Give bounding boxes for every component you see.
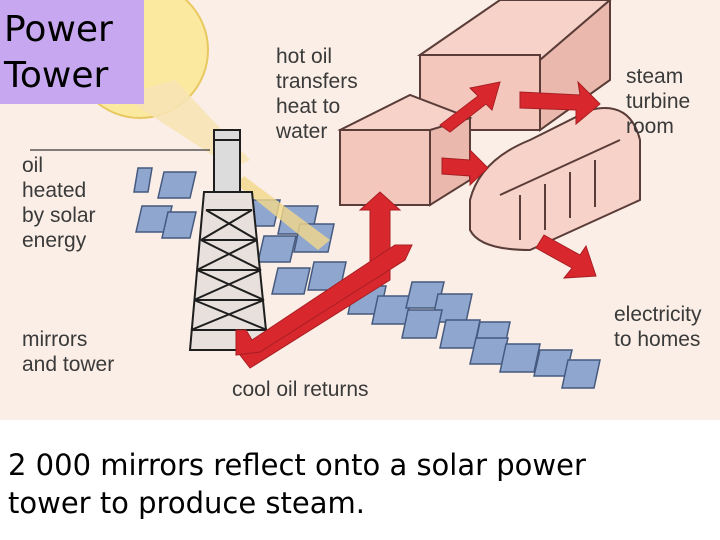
title-line-1: Power: [4, 10, 113, 50]
tower-icon: [190, 130, 268, 350]
caption-line-1: 2 000 mirrors reflect onto a solar power: [8, 446, 708, 484]
label-oil-heated: oil heated by solar energy: [22, 153, 96, 253]
label-line: steam: [626, 64, 690, 89]
caption: 2 000 mirrors reflect onto a solar power…: [8, 446, 708, 522]
label-line: to homes: [614, 327, 702, 352]
label-line: turbine: [626, 89, 690, 114]
label-line: mirrors: [22, 327, 114, 352]
label-line: and tower: [22, 352, 114, 377]
label-line: transfers: [276, 69, 358, 94]
label-line: energy: [22, 228, 96, 253]
label-cool-oil: cool oil returns: [232, 377, 369, 402]
title-box: Power Tower: [0, 0, 144, 104]
label-line: oil: [22, 153, 96, 178]
label-line: room: [626, 114, 690, 139]
label-line: electricity: [614, 302, 702, 327]
caption-line-2: tower to produce steam.: [8, 484, 708, 522]
label-line: heat to: [276, 94, 358, 119]
label-steam-turbine: steam turbine room: [626, 64, 690, 139]
label-line: hot oil: [276, 44, 358, 69]
title-line-2: Tower: [4, 56, 108, 96]
label-hot-oil: hot oil transfers heat to water: [276, 44, 358, 144]
label-line: heated: [22, 178, 96, 203]
label-line: by solar: [22, 203, 96, 228]
label-electricity: electricity to homes: [614, 302, 702, 352]
label-line: water: [276, 119, 358, 144]
diagram-stage: oil heated by solar energy hot oil trans…: [0, 0, 720, 420]
label-mirrors-tower: mirrors and tower: [22, 327, 114, 377]
